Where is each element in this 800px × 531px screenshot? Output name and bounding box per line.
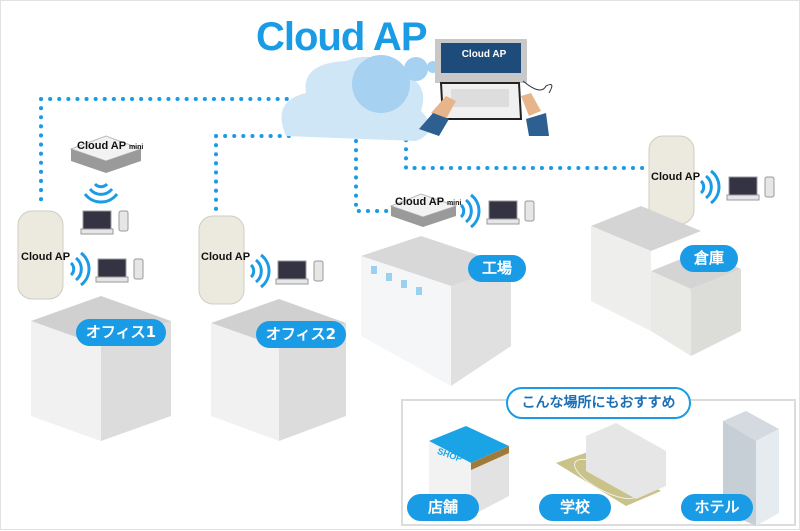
line-office2 [214,134,293,215]
site-label-office1: オフィス1 [76,319,166,346]
wifi-icons [69,169,721,289]
recommend-item-school: 学校 [539,494,611,521]
ap-label-office2: Cloud AP [201,251,251,263]
network-lines [39,97,653,215]
mini-ap-suffix: mini [128,144,144,151]
building-school [556,423,666,506]
laptop-icon [419,39,553,136]
ap-device-office2 [198,215,245,305]
buildings [31,206,779,526]
mini-ap-devices [69,135,458,227]
recommend-item-shop: 店舗 [407,494,479,521]
line-office1 [39,97,298,208]
mini-ap-name: Cloud AP [395,196,444,208]
mini-ap-name: Cloud AP [77,140,126,152]
mini-ap-label-factory: Cloud AP mini [395,196,461,208]
ap-device-office1 [17,210,64,300]
site-label-office2: オフィス2 [256,321,346,348]
building-warehouse [591,206,741,356]
line-factory [354,139,393,213]
mini-ap-suffix: mini [446,200,462,207]
ap-label-warehouse: Cloud AP [651,171,701,183]
client-devices [80,176,775,285]
page-title: Cloud AP [256,15,427,59]
mini-ap-label-office1: Cloud AP mini [77,140,143,152]
site-label-warehouse: 倉庫 [680,245,738,272]
line-warehouse [404,129,653,170]
ap-devices [17,135,695,305]
recommend-item-hotel: ホテル [681,494,753,521]
building-office1 [31,296,171,441]
site-label-factory: 工場 [468,255,526,282]
recommend-heading: こんな場所にもおすすめ [506,387,691,419]
ap-label-office1: Cloud AP [21,251,71,263]
cloud-icon [281,55,439,141]
laptop-screen-text: Cloud AP [461,49,507,60]
